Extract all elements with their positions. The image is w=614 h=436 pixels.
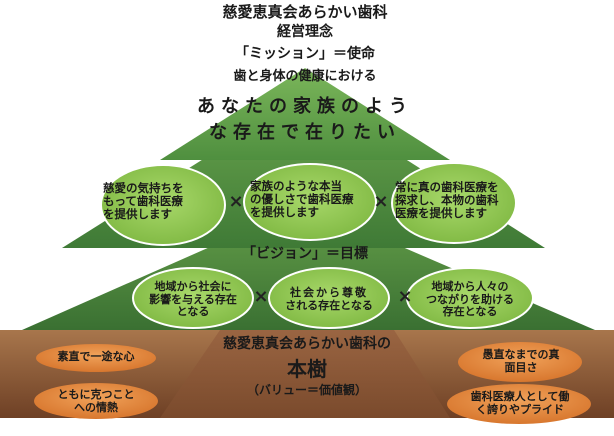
mission-item-1-line3: を提供します [103,207,172,222]
mission-lead: 歯と身体の健康における [233,69,377,84]
vision-item-3-line2: つながりを助ける [426,292,514,306]
value-right-1-line1: 愚直なまでの真 [482,348,560,361]
vision-label: 「ビジョン」＝目標 [242,246,368,262]
mission-item-1: 慈愛の気持ちを もって歯科医療 を提供します [103,181,223,222]
vision-item-1-line2: 影響を与える存在 [149,292,237,306]
vision-oval-2 [268,267,390,329]
vision-item-1-line1: 地域から社会に [154,280,232,293]
mission-item-3-line1: 常に真の歯科医療を [395,180,499,194]
value-oval-left-2 [34,383,158,419]
mission-item-1-line1: 慈愛の気持ちを [103,181,184,195]
diagram-title: 慈愛恵真会あらかい歯科 [222,3,388,21]
mission-label: 「ミッション」＝使命 [235,46,375,62]
vision-separator-2: × [397,286,413,307]
vision-oval-1 [132,267,254,329]
mission-item-2: 家族のような本当 の優しさで歯科医療 を提供します [250,179,375,220]
vision-item-3-line1: 地域から人々の [431,280,509,293]
mission-item-2-line2: の優しさで歯科医療 [250,192,354,207]
value-right-2-line2: く誇りやプライド [476,402,564,416]
mission-separator-1: × [228,191,244,212]
vision-item-2-line2: される存在となる [285,298,373,312]
vision-oval-3 [406,267,534,329]
diagram-subtitle: 経営理念 [277,24,333,40]
mission-statement-line2: な存在で在りたい [209,122,401,143]
value-left-2-line2: への情熱 [74,400,118,414]
mission-oval-1 [100,164,226,246]
value-oval-right-1 [458,342,582,382]
vision-separator-1: × [253,286,269,307]
mission-item-2-line1: 家族のような本当 [250,179,342,193]
value-left-2: ともに克つこと への情熱 [38,388,154,414]
value-right-2: 歯科医療人として働 く誇りやプライド [450,390,590,416]
mission-item-2-line3: を提供します [250,205,319,220]
value-oval-right-2 [447,384,591,424]
vision-item-3-line3: 存在となる [442,305,498,319]
vision-item-1: 地域から社会に 影響を与える存在 となる [140,280,246,319]
vision-item-1-line3: となる [176,305,210,319]
mission-statement-line1: あなたの家族のよう [197,96,413,117]
vision-item-2: 社会から尊敬 される存在となる [276,286,382,312]
mission-oval-3 [391,162,517,244]
value-oval-left-1 [36,344,156,372]
value-right-1-line2: 面目さ [504,360,538,374]
vision-item-2-line1: 社会から尊敬 [290,286,368,299]
trunk-line3: （バリュー＝価値観） [246,383,367,397]
mission-item-3-line3: 医療を提供します [395,206,487,221]
trunk-line1: 慈愛恵真会あらかい歯科の [223,336,391,352]
mission-separator-2: × [373,191,389,212]
mission-oval-2 [243,163,377,241]
value-left-2-line1: ともに克つこと [57,388,135,401]
mission-item-3-line2: 探求し、本物の歯科 [395,193,499,208]
tree-tier-top [160,68,450,160]
trunk-shape [160,330,450,418]
trunk-line2: 本樹 [287,357,327,381]
value-right-1: 愚直なまでの真 面目さ [462,348,580,374]
value-right-2-line1: 歯科医療人として働 [470,390,570,403]
value-left-1: 素直で一途な心 [57,350,135,363]
vision-item-3: 地域から人々の つながりを助ける 存在となる [415,280,525,319]
mission-item-3: 常に真の歯科医療を 探求し、本物の歯科 医療を提供します [395,180,520,221]
mission-item-1-line2: もって歯科医療 [103,194,183,209]
